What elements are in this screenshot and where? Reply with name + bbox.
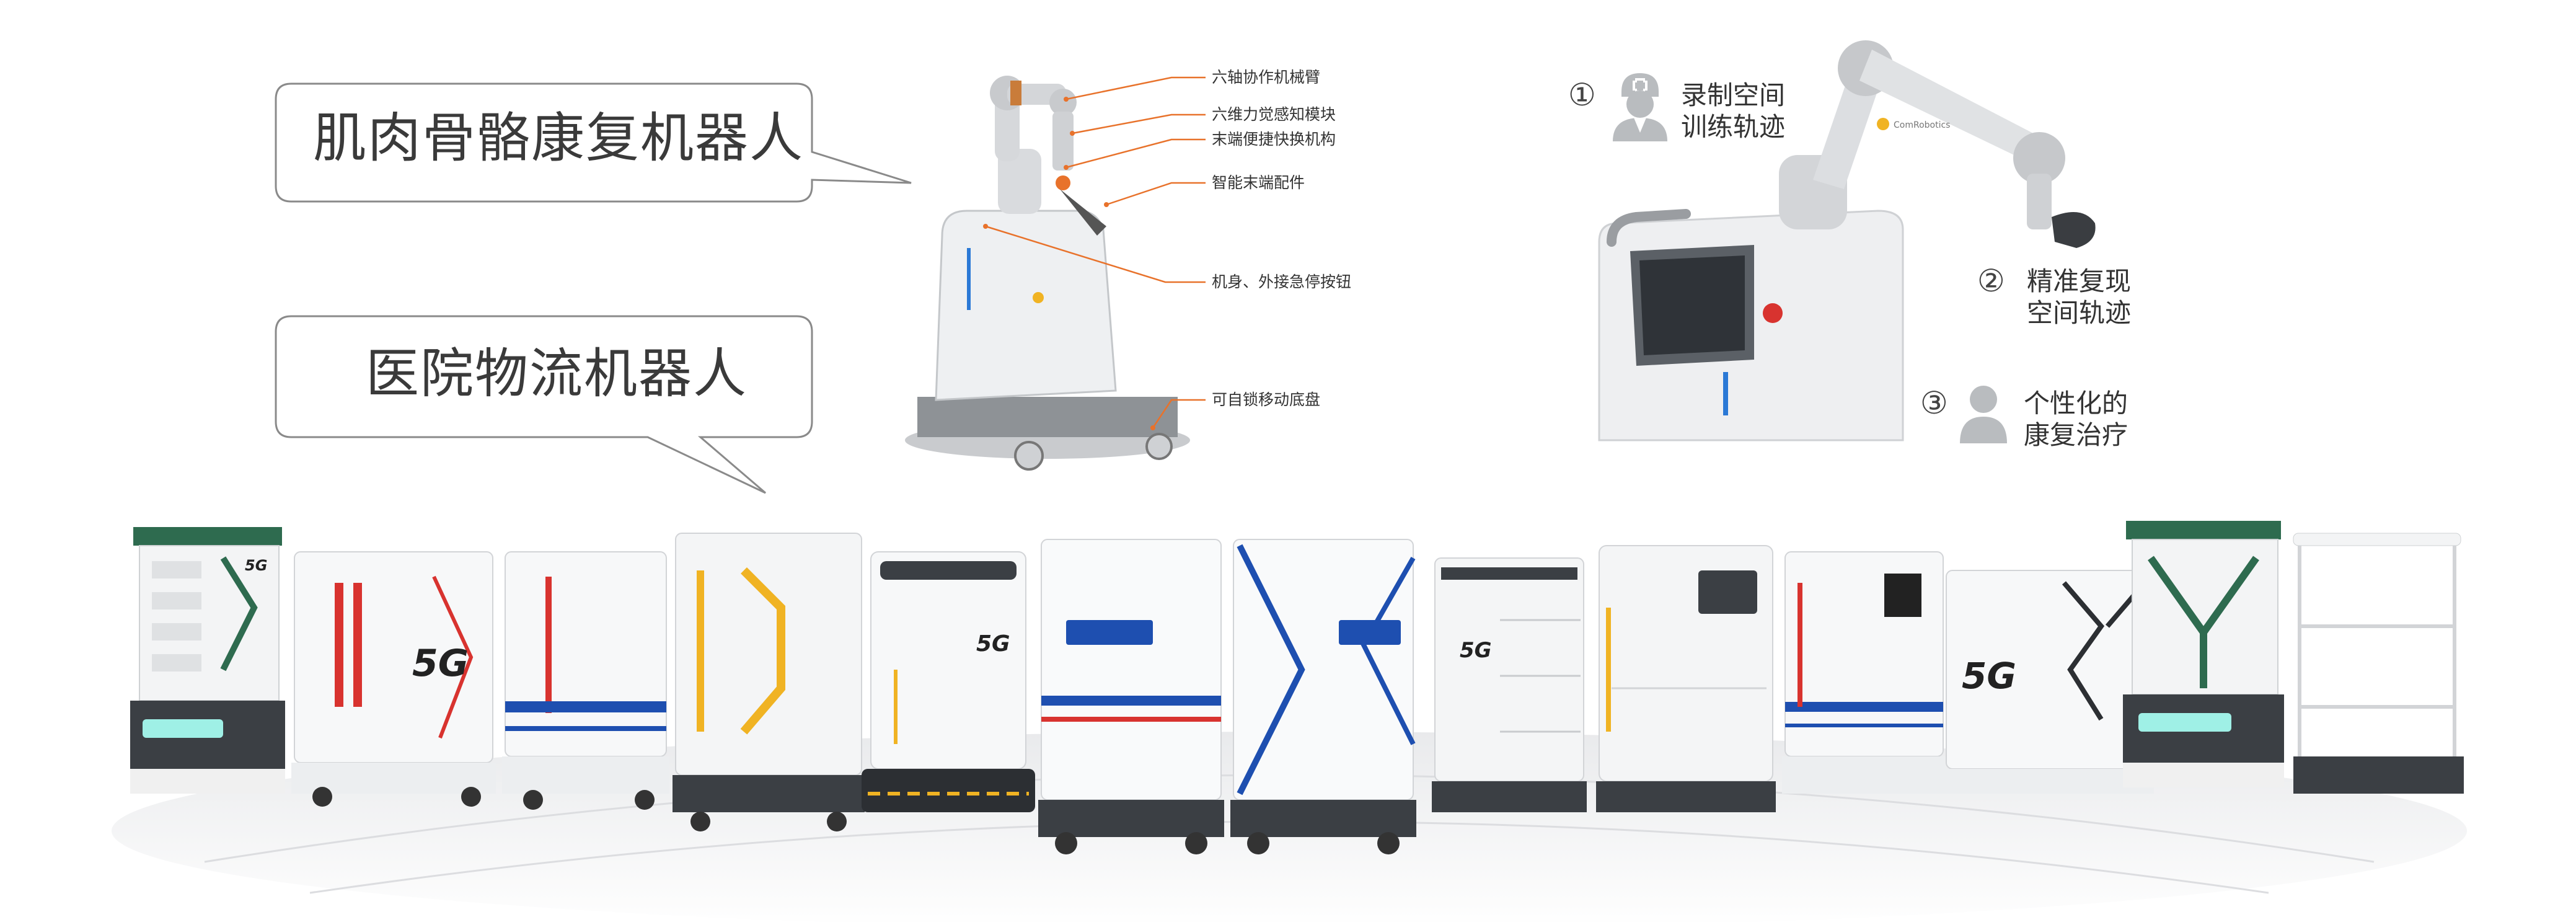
step-3-line-2: 康复治疗 <box>2024 420 2128 451</box>
robot-8-5g-badge: 5G <box>1460 638 1492 663</box>
step-3-line-1: 个性化的 <box>2024 388 2128 419</box>
callout-chassis: 可自锁移动底盘 <box>1212 391 1321 409</box>
robot-1: 5G <box>130 527 285 794</box>
step-1-number: ① <box>1568 77 1596 113</box>
step-3-text: 个性化的 康复治疗 <box>2024 388 2128 451</box>
step-1-line-1: 录制空间 <box>1681 80 1786 110</box>
callout-quick-change: 末端便捷快换机构 <box>1212 130 1336 148</box>
rehab-bubble-title: 肌肉骨骼康复机器人 <box>313 107 804 169</box>
robot-11-5g-badge: 5G <box>1962 655 2016 697</box>
callout-force-sensor: 六维力觉感知模块 <box>1212 105 1336 123</box>
callout-estop: 机身、外接急停按钮 <box>1212 273 1352 291</box>
arm-closeup-illustration: ComRobotics <box>1598 40 2096 441</box>
logistics-robot-lineup: 5G 5G 5G <box>112 521 2467 922</box>
callout-six-axis-arm: 六轴协作机械臂 <box>1212 68 1321 86</box>
robot-9 <box>1596 545 1776 812</box>
logistics-bubble-shape <box>275 315 813 494</box>
robot-7 <box>1230 539 1416 854</box>
robot-2-5g-badge: 5G <box>412 642 469 685</box>
step-2-number: ② <box>1977 263 2005 299</box>
step-3-number: ③ <box>1920 385 1948 421</box>
step-1-line-2: 训练轨迹 <box>1681 112 1786 143</box>
robot-10 <box>1782 551 1946 794</box>
robot-5: 5G <box>862 551 1035 812</box>
robot-2: 5G <box>291 551 496 807</box>
robot-11: 5G <box>1943 570 2154 794</box>
robot-13 <box>2293 533 2464 794</box>
patient-icon <box>1960 386 2007 443</box>
step-2-text: 精准复现 空间轨迹 <box>2027 265 2131 329</box>
step-1-text: 录制空间 训练轨迹 <box>1681 79 1785 143</box>
robot-3 <box>502 551 669 810</box>
callout-end-accessory: 智能末端配件 <box>1212 174 1305 192</box>
rehab-bubble-shape <box>275 82 912 203</box>
step-2-line-2: 空间轨迹 <box>2027 298 2132 329</box>
svg-text:ComRobotics: ComRobotics <box>1894 120 1950 130</box>
robot-12 <box>2123 521 2284 787</box>
robot-8: 5G <box>1432 557 1587 812</box>
robot-1-5g-badge: 5G <box>245 557 267 574</box>
robot-4 <box>673 533 865 831</box>
logistics-bubble-title: 医院物流机器人 <box>366 343 748 405</box>
rehab-robot-illustration <box>905 76 1190 471</box>
step-2-line-1: 精准复现 <box>2027 266 2132 296</box>
robot-6 <box>1038 539 1224 854</box>
robot-5-5g-badge: 5G <box>976 631 1010 657</box>
doctor-icon <box>1613 73 1667 141</box>
